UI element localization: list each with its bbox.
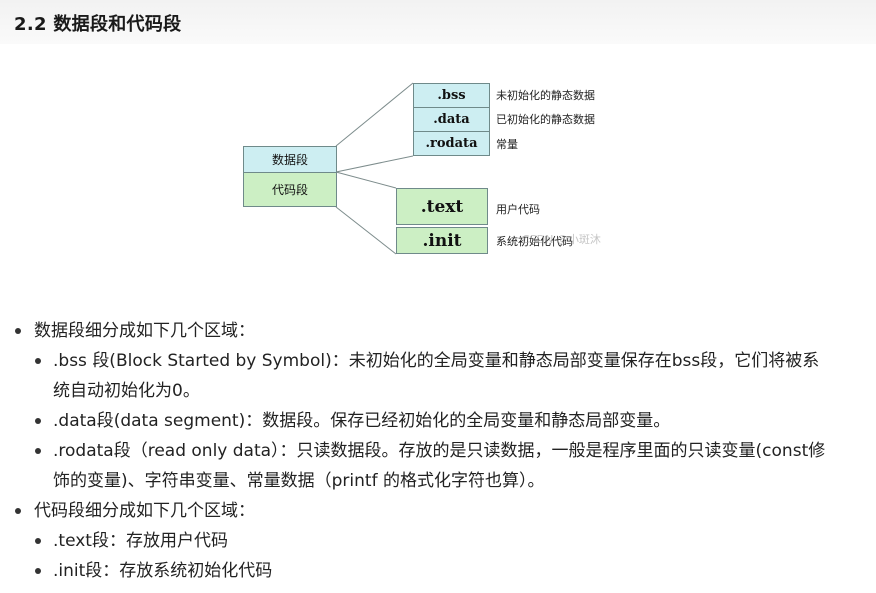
data-description: 已初始化的静态数据: [496, 113, 595, 126]
list-item-data: .data段(data segment)：数据段。保存已经初始化的全局变量和静态…: [0, 406, 876, 436]
list-item-data-segment: 数据段细分成如下几个区域：: [0, 316, 876, 346]
list-item-text: .data段(data segment)：数据段。保存已经初始化的全局变量和静态…: [53, 411, 671, 431]
bullet-icon: [35, 418, 41, 424]
bullet-icon: [15, 328, 21, 334]
bss-box: .bss: [413, 83, 490, 108]
init-box: .init: [396, 227, 488, 254]
segment-list: 数据段细分成如下几个区域： .bss 段(Block Started by Sy…: [0, 316, 876, 586]
init-description: 系统初始化代码: [496, 235, 573, 248]
connector-lines: [335, 82, 414, 255]
list-item-code-segment: 代码段细分成如下几个区域：: [0, 496, 876, 526]
list-item-init-section: .init段：存放系统初始化代码: [0, 556, 876, 586]
rodata-box: .rodata: [413, 131, 490, 156]
list-item-bss: .bss 段(Block Started by Symbol)：未初始化的全局变…: [0, 346, 876, 406]
list-item-text: .text段：存放用户代码: [53, 531, 228, 551]
memory-segment-diagram: 数据段 代码段 .bss .data .rodata .text .init 未…: [230, 76, 630, 276]
connector-code-bottom: [335, 206, 397, 255]
bss-description: 未初始化的静态数据: [496, 89, 595, 102]
bullet-icon: [35, 568, 41, 574]
text-description: 用户代码: [496, 203, 540, 216]
connector-code-top: [335, 171, 397, 189]
data-segment-box: 数据段: [243, 146, 337, 173]
code-segment-box: 代码段: [243, 172, 337, 207]
list-item-text: 代码段细分成如下几个区域：: [34, 501, 255, 521]
rodata-description: 常量: [496, 138, 518, 151]
list-item-rodata: .rodata段（read only data）：只读数据段。存放的是只读数据，…: [0, 436, 876, 496]
connector-data-top: [335, 82, 414, 147]
list-item-text-section: .text段：存放用户代码: [0, 526, 876, 556]
heading-bar: [0, 0, 876, 44]
list-item-text: .rodata段（read only data）：只读数据段。存放的是只读数据，…: [53, 441, 826, 491]
watermark: CSDN @小斑沐: [522, 233, 601, 246]
list-item-text: .init段：存放系统初始化代码: [53, 561, 273, 581]
bullet-icon: [35, 448, 41, 454]
bullet-icon: [35, 358, 41, 364]
connector-data-bottom: [335, 155, 414, 173]
bullet-icon: [15, 508, 21, 514]
section-heading: 2.2 数据段和代码段: [14, 14, 182, 35]
list-item-text: 数据段细分成如下几个区域：: [34, 321, 255, 341]
bullet-icon: [35, 538, 41, 544]
text-box: .text: [396, 188, 488, 225]
list-item-text: .bss 段(Block Started by Symbol)：未初始化的全局变…: [53, 351, 820, 401]
data-box: .data: [413, 107, 490, 132]
